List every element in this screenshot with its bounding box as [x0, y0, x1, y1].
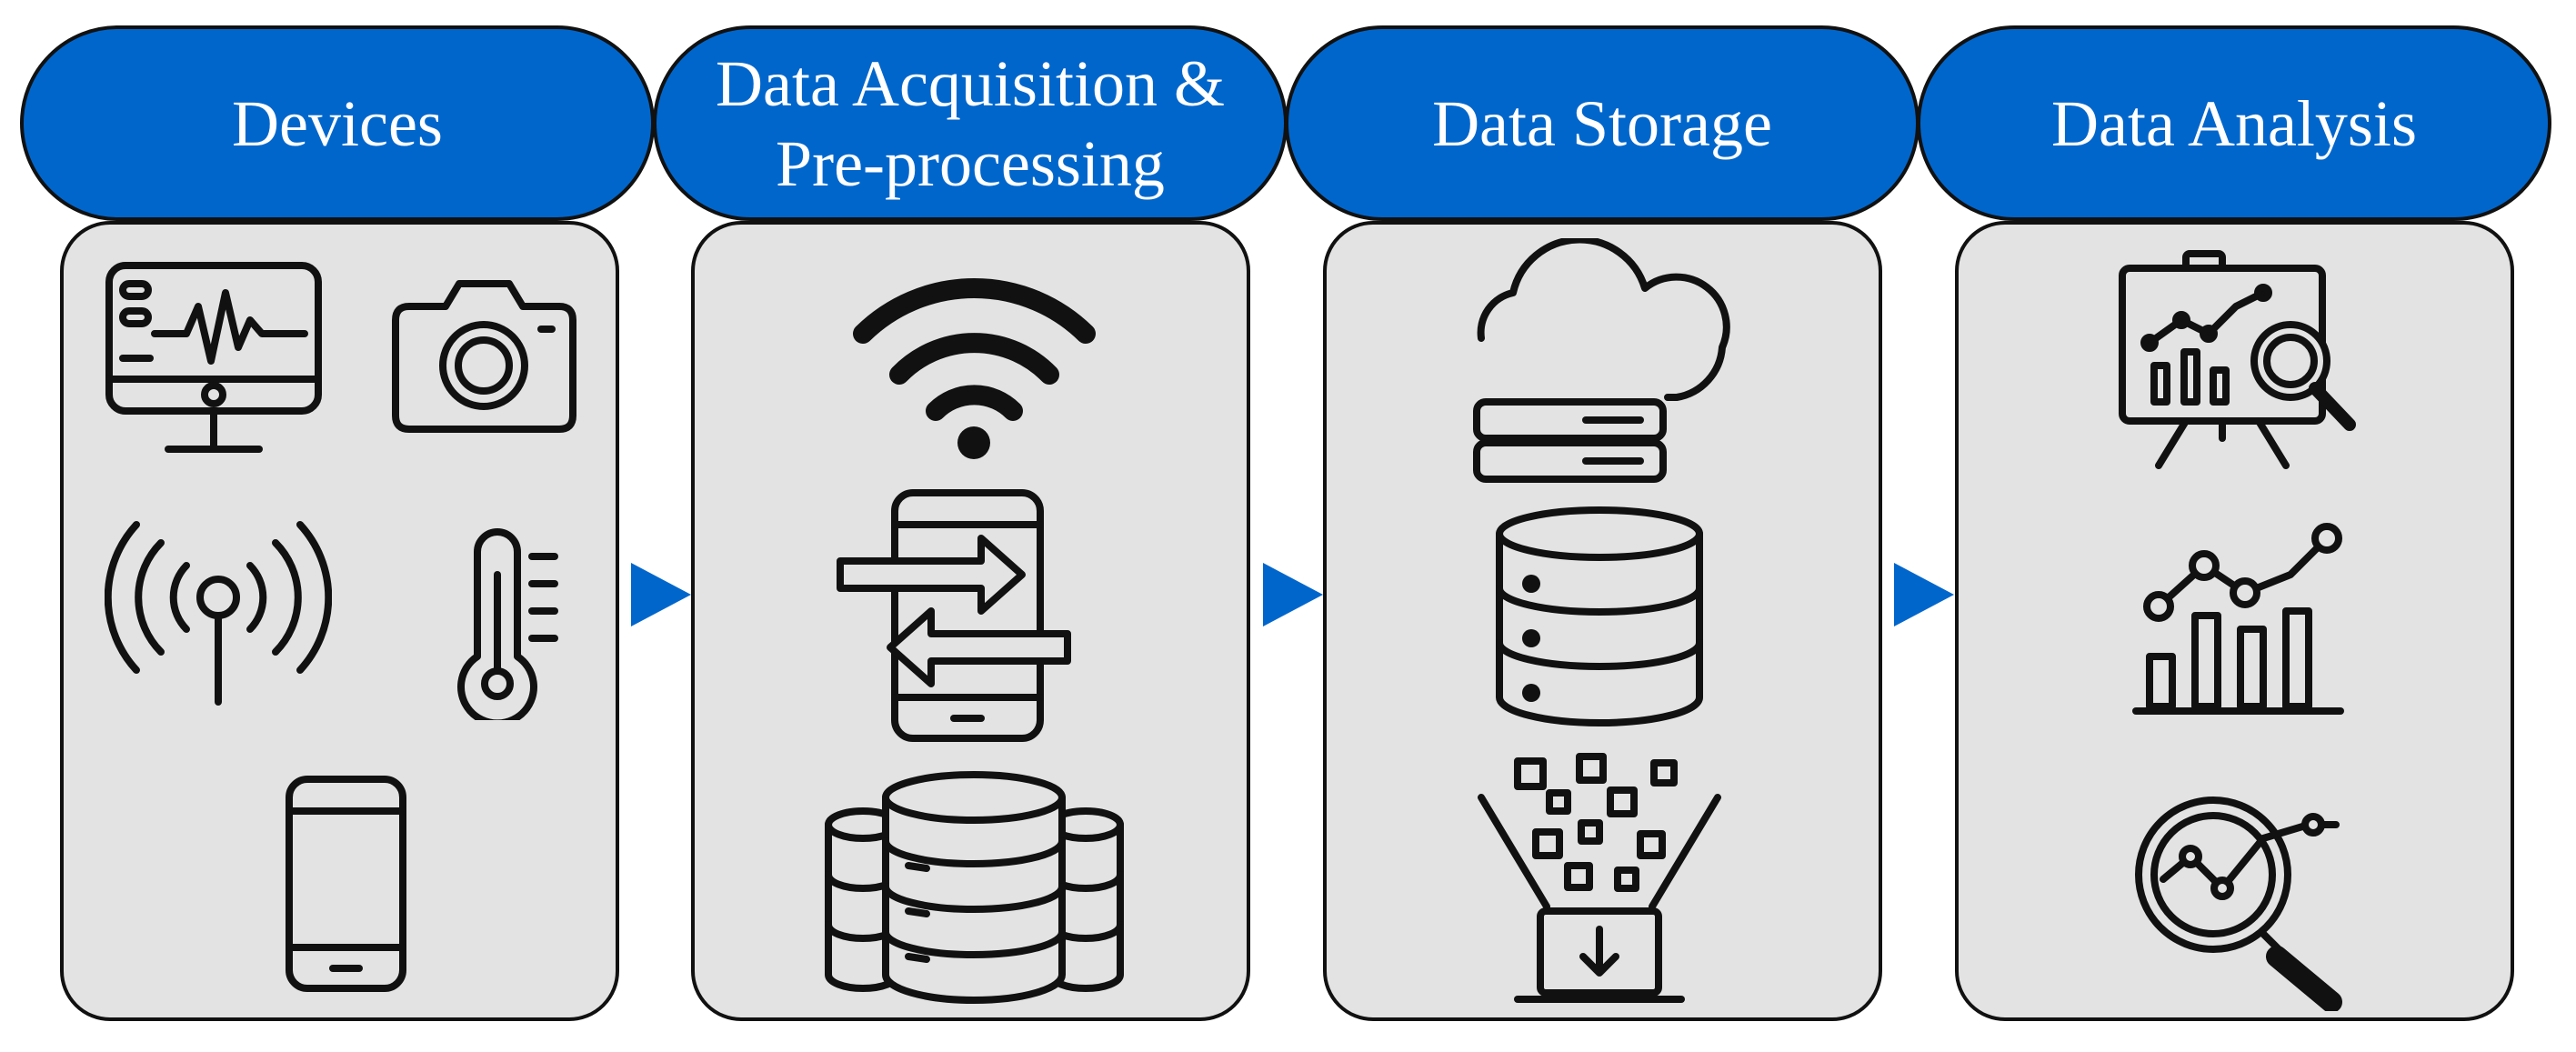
presentation-board-icon [2104, 243, 2368, 479]
magnifier-chart-icon [2127, 788, 2350, 1011]
flow-arrow-3 [1894, 563, 1954, 626]
thermometer-icon [441, 520, 568, 720]
camera-icon [386, 270, 582, 438]
database-cluster-icon [822, 770, 1127, 1007]
stage-devices-title: Devices [232, 86, 443, 160]
antenna-icon [105, 520, 332, 716]
stage-storage-title: Data Storage [1432, 86, 1772, 160]
stage-analysis-header: Data Analysis [1917, 25, 2551, 221]
smartphone-icon [280, 770, 412, 997]
wifi-icon [849, 266, 1099, 461]
flow-arrow-1 [631, 563, 691, 626]
data-funnel-laptop-icon [1463, 752, 1736, 1011]
stage-acquisition-title-line-2: Pre-processing [776, 126, 1165, 200]
stage-analysis-title: Data Analysis [2051, 86, 2417, 160]
stage-acquisition-title-line-1: Data Acquisition & [716, 46, 1225, 120]
line-bar-chart-icon [2131, 506, 2345, 725]
stage-devices-panel [60, 221, 619, 1021]
stage-acquisition-panel [691, 221, 1250, 1021]
stage-storage-header: Data Storage [1285, 25, 1919, 221]
database-icon [1490, 502, 1709, 729]
stage-acquisition-header: Data Acquisition & Pre-processing [653, 25, 1288, 221]
monitor-icon [100, 256, 327, 466]
stage-storage-panel [1323, 221, 1882, 1021]
flow-arrow-2 [1263, 563, 1323, 626]
cloud-server-icon [1463, 238, 1736, 484]
stage-devices-header: Devices [20, 25, 655, 221]
stage-analysis-panel [1955, 221, 2514, 1021]
phone-transfer-icon [831, 484, 1077, 747]
